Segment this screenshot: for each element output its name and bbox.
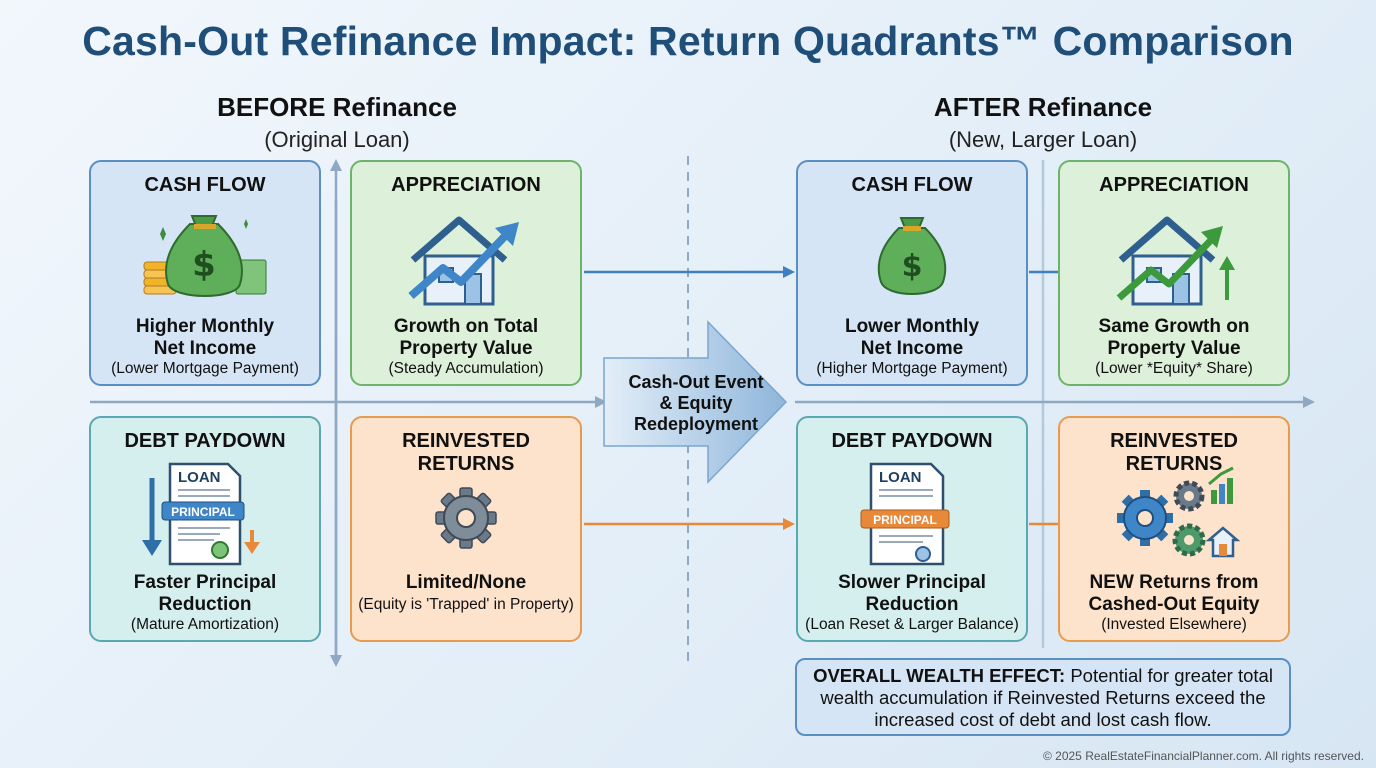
before-debt-paydown-line1: Faster Principal (133, 572, 277, 593)
svg-text:$: $ (902, 249, 923, 284)
after-appreciation-box: APPRECIATION Same Growth on Property Val… (1058, 160, 1290, 386)
after-heading-subtitle: (New, Larger Loan) (948, 127, 1138, 152)
after-appreciation-line3: (Lower *Equity* Share) (1095, 360, 1253, 377)
gear-icon (435, 487, 497, 549)
gears-growth-icon (1117, 466, 1241, 558)
after-heading: AFTER Refinance (New, Larger Loan) (843, 92, 1243, 153)
after-cash-flow-line2: Net Income (860, 338, 964, 359)
wealth-line1: OVERALL WEALTH EFFECT: Potential for gre… (797, 665, 1289, 687)
before-appreciation-line1: Growth on Total (393, 316, 539, 337)
before-cash-flow-box: CASH FLOW $ Higher Monthly Net Income (L… (89, 160, 321, 386)
cash-out-event-line1: Cash-Out Event (628, 372, 764, 392)
house-growth-icon (1116, 216, 1235, 306)
after-loan-doc-title: LOAN (879, 469, 922, 486)
after-cash-flow-line1: Lower Monthly (844, 316, 980, 337)
before-appreciation-line3: (Steady Accumulation) (388, 360, 544, 377)
before-debt-paydown-title: DEBT PAYDOWN (124, 430, 286, 452)
before-appreciation-title: APPRECIATION (391, 174, 541, 196)
before-debt-paydown-line3: (Mature Amortization) (130, 616, 280, 633)
after-cash-flow-title: CASH FLOW (851, 174, 973, 196)
loan-document-icon: LOAN PRINCIPAL (860, 462, 950, 566)
before-heading-subtitle: (Original Loan) (264, 127, 410, 152)
before-loan-doc-tag: PRINCIPAL (171, 505, 235, 519)
before-cash-flow-line1: Higher Monthly (135, 316, 275, 337)
before-appreciation-box: APPRECIATION Growth on Total Property Va… (350, 160, 582, 386)
after-reinvested-line2: Cashed-Out Equity (1088, 594, 1260, 615)
cash-out-event-line3: Redeployment (633, 414, 759, 434)
wealth-line3: increased cost of debt and lost cash flo… (874, 709, 1212, 730)
after-reinvested-line1: NEW Returns from (1089, 572, 1259, 593)
cash-out-event-line2: & Equity (659, 393, 733, 413)
before-debt-paydown-box: DEBT PAYDOWN LOAN PRINCIPAL Faster Princ… (89, 416, 321, 642)
wealth-text-1: Potential for greater total (1065, 665, 1273, 686)
cash-out-event-label: Cash-Out Event & Equity Redeployment (606, 372, 786, 435)
page-title: Cash-Out Refinance Impact: Return Quadra… (82, 18, 1294, 64)
before-reinvested-box: REINVESTED RETURNS Limited/None (Equity … (350, 416, 582, 642)
after-debt-paydown-line1: Slower Principal (838, 572, 986, 593)
after-reinvested-box: REINVESTED RETURNS NEW Returns from Ca (1058, 416, 1290, 642)
after-reinvested-line3: (Invested Elsewhere) (1101, 616, 1247, 633)
wealth-line2: wealth accumulation if Reinvested Return… (820, 687, 1266, 708)
before-reinvested-line3: (Equity is 'Trapped' in Property) (358, 596, 574, 613)
after-appreciation-line1: Same Growth on (1098, 316, 1250, 337)
after-reinvested-title: REINVESTED RETURNS (1110, 430, 1238, 475)
before-heading: BEFORE Refinance (Original Loan) (137, 92, 537, 153)
before-cash-flow-title: CASH FLOW (144, 174, 266, 196)
after-debt-paydown-title: DEBT PAYDOWN (831, 430, 993, 452)
after-debt-paydown-line3: (Loan Reset & Larger Balance) (805, 616, 1019, 633)
before-cash-flow-line2: Net Income (153, 338, 257, 359)
before-reinvested-title: REINVESTED RETURNS (402, 430, 530, 475)
loan-document-icon: LOAN PRINCIPAL (142, 462, 260, 566)
after-cash-flow-box: CASH FLOW $ Lower Monthly Net Income (Hi… (796, 160, 1028, 386)
wealth-label: OVERALL WEALTH EFFECT: (813, 665, 1066, 686)
after-appreciation-title: APPRECIATION (1099, 174, 1249, 196)
after-heading-title: AFTER Refinance (933, 92, 1153, 122)
before-heading-title: BEFORE Refinance (217, 92, 457, 122)
after-debt-paydown-box: DEBT PAYDOWN LOAN PRINCIPAL Slower Princ… (796, 416, 1028, 642)
before-reinvested-line1: Limited/None (405, 572, 527, 593)
money-bag-icon: $ (143, 215, 267, 297)
after-appreciation-line2: Property Value (1107, 338, 1241, 359)
house-growth-icon (408, 216, 519, 306)
after-debt-paydown-line2: Reduction (865, 594, 959, 615)
before-cash-flow-line3: (Lower Mortgage Payment) (111, 360, 299, 377)
before-debt-paydown-line2: Reduction (158, 594, 252, 615)
money-bag-icon: $ (877, 217, 947, 295)
cash-out-event-arrow (603, 320, 788, 484)
copyright-footer: © 2025 RealEstateFinancialPlanner.com. A… (1042, 749, 1364, 763)
svg-text:$: $ (192, 245, 216, 285)
after-cash-flow-line3: (Higher Mortgage Payment) (816, 360, 1008, 377)
before-loan-doc-title: LOAN (178, 469, 221, 486)
after-loan-doc-tag: PRINCIPAL (873, 513, 937, 527)
overall-wealth-effect-box: OVERALL WEALTH EFFECT: Potential for gre… (795, 658, 1291, 736)
before-appreciation-line2: Property Value (399, 338, 533, 359)
